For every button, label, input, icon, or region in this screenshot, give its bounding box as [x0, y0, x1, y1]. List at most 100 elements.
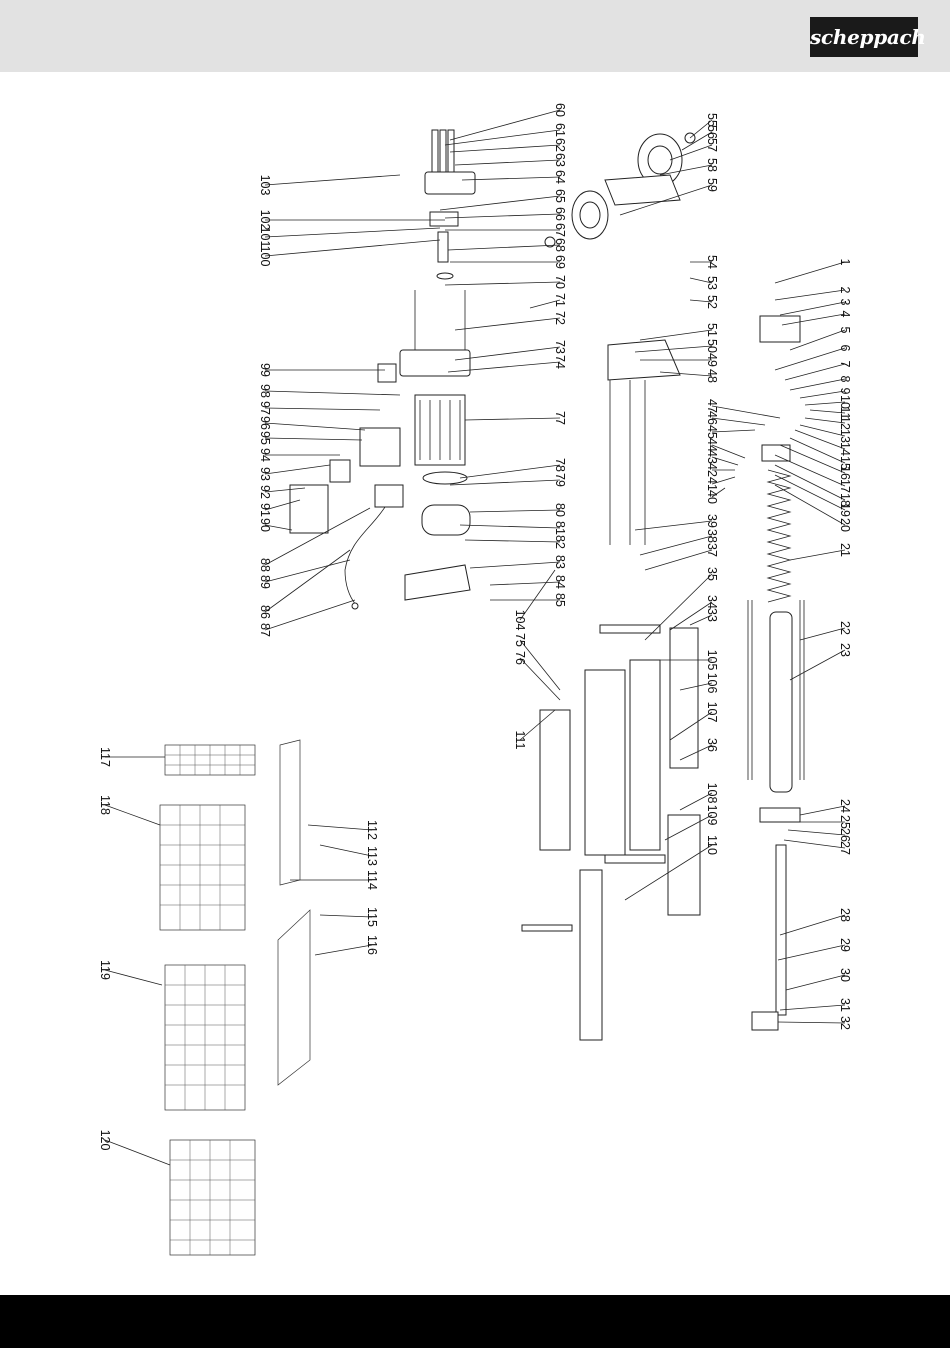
leader-line-110: [624, 844, 713, 901]
leader-line-111: [519, 709, 556, 741]
leader-line-70: [444, 281, 561, 286]
part-number-5: 5: [838, 327, 852, 334]
leader-line-81: [459, 524, 561, 529]
part-number-85: 85: [553, 593, 567, 607]
leader-line-30: [785, 974, 846, 991]
part-number-80: 80: [553, 503, 567, 517]
part-number-82: 82: [553, 535, 567, 549]
part-number-46: 46: [705, 411, 719, 425]
leader-line-29: [777, 944, 846, 961]
leader-line-120: [104, 1139, 171, 1166]
part-number-4: 4: [838, 311, 852, 318]
part-number-117: 117: [98, 747, 112, 767]
leader-line-58: [659, 164, 713, 176]
brand-logo: scheppach: [810, 17, 926, 57]
part-number-43: 43: [705, 450, 719, 464]
footer-band: [0, 1295, 950, 1348]
part-number-41: 41: [705, 477, 719, 491]
part-number-7: 7: [838, 361, 852, 368]
leader-line-11: [809, 409, 846, 414]
part-number-12: 12: [838, 416, 852, 430]
motor-assembly: [289, 129, 476, 610]
part-number-50: 50: [705, 339, 719, 353]
leader-line-6: [774, 347, 846, 371]
part-number-33: 33: [705, 608, 719, 622]
leader-line-78: [459, 464, 561, 479]
part-number-68: 68: [553, 238, 567, 252]
part-number-3: 3: [838, 299, 852, 306]
part-number-78: 78: [553, 458, 567, 472]
leader-line-92: [264, 487, 306, 493]
part-number-111: 111: [513, 730, 527, 749]
column-assembly: [747, 315, 805, 1031]
leader-line-23: [789, 649, 846, 681]
part-number-75: 75: [513, 633, 527, 647]
part-number-113: 113: [365, 846, 379, 866]
part-number-81: 81: [553, 521, 567, 535]
leader-line-72: [454, 317, 561, 331]
part-number-77: 77: [553, 411, 567, 425]
part-number-107: 107: [705, 702, 719, 723]
leader-line-53: [689, 277, 713, 284]
leader-line-24: [799, 805, 846, 816]
part-number-1: 1: [838, 259, 852, 266]
part-number-42: 42: [705, 463, 719, 477]
part-number-18: 18: [838, 493, 852, 507]
part-number-58: 58: [705, 158, 719, 172]
part-number-61: 61: [553, 123, 567, 137]
leader-line-71: [529, 299, 561, 309]
part-number-96: 96: [258, 416, 272, 430]
part-number-79: 79: [553, 473, 567, 487]
leader-line-33: [689, 614, 713, 626]
part-number-48: 48: [705, 369, 719, 383]
leader-line-31: [779, 1004, 846, 1011]
leader-line-108: [679, 792, 713, 811]
frame-assembly: [521, 339, 701, 1041]
part-number-100: 100: [258, 246, 272, 267]
part-number-34: 34: [705, 595, 719, 609]
leader-line-103: [264, 174, 401, 186]
part-number-47: 47: [705, 399, 719, 413]
leader-line-68: [447, 244, 561, 251]
part-number-25: 25: [838, 815, 852, 829]
part-number-64: 64: [553, 170, 567, 184]
leader-line-90: [264, 524, 293, 531]
leader-line-41: [711, 476, 736, 485]
part-number-37: 37: [705, 543, 719, 557]
leader-line-56: [681, 131, 713, 151]
part-number-93: 93: [258, 467, 272, 481]
leader-line-104: [519, 569, 556, 621]
part-number-109: 109: [705, 805, 719, 826]
part-number-36: 36: [705, 738, 719, 752]
leader-line-98: [264, 390, 401, 396]
leader-line-8: [789, 378, 846, 391]
leader-line-66: [444, 213, 561, 219]
part-number-112: 112: [365, 820, 379, 840]
leader-line-115: [319, 914, 373, 918]
leader-line-82: [464, 539, 561, 543]
brand-wordmark: scheppach: [810, 25, 926, 49]
part-number-87: 87: [258, 623, 272, 637]
part-number-8: 8: [838, 376, 852, 383]
part-number-115: 115: [365, 907, 379, 927]
part-number-56: 56: [705, 125, 719, 139]
leader-line-7: [784, 363, 846, 381]
leader-line-15: [789, 437, 846, 464]
part-number-62: 62: [553, 138, 567, 152]
part-number-20: 20: [838, 518, 852, 532]
leader-line-50: [634, 345, 713, 353]
leader-line-74: [447, 361, 561, 373]
leader-line-13: [799, 424, 846, 437]
leader-line-119: [104, 969, 163, 986]
part-number-120: 120: [98, 1130, 112, 1151]
part-number-70: 70: [553, 275, 567, 289]
leader-line-76: [519, 657, 561, 701]
part-number-15: 15: [838, 456, 852, 470]
part-number-13: 13: [838, 429, 852, 443]
leader-line-44: [711, 444, 746, 459]
leader-line-93: [264, 464, 331, 475]
part-number-104: 104: [513, 610, 527, 631]
leader-line-113: [319, 844, 373, 857]
part-number-83: 83: [553, 555, 567, 569]
part-number-38: 38: [705, 529, 719, 543]
